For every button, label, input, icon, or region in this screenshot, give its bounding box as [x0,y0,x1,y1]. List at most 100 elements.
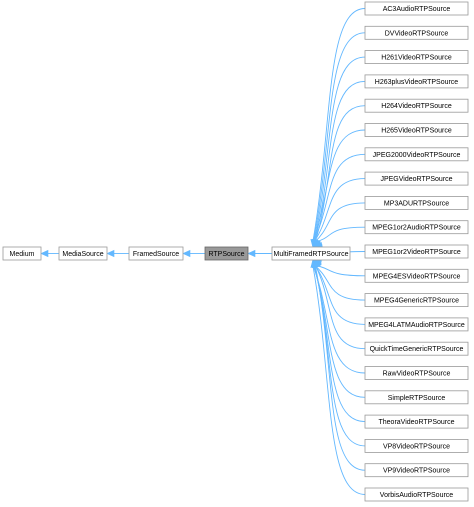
class-node-box [364,1,469,16]
class-node-label: FramedSource [133,251,179,258]
class-node-label: QuickTimeGenericRTPSource [370,346,464,353]
class-node-framedsource[interactable]: FramedSource [128,246,184,261]
inheritance-arrowhead [247,249,256,258]
class-node-mpeg1or2videortpsource[interactable]: MPEG1or2VideoRTPSource [364,244,469,259]
class-node-label: MPEG4LATMAudioRTPSource [368,322,465,329]
inheritance-edge [314,202,366,243]
inheritance-arrowhead [182,249,191,258]
inheritance-arrowhead [106,249,115,258]
class-node-label: RawVideoRTPSource [383,371,451,378]
class-node-box [364,171,469,186]
class-node-box [364,25,469,40]
class-node-mpeg1or2audiortpsource[interactable]: MPEG1or2AudioRTPSource [364,220,469,235]
class-node-medium[interactable]: Medium [2,246,42,261]
class-node-theoravideortpsource[interactable]: TheoraVideoRTPSource [364,414,469,429]
class-node-box [364,244,469,259]
class-node-rtpsource[interactable]: RTPSource [204,246,249,261]
class-node-label: TheoraVideoRTPSource [378,419,454,426]
class-node-label: DVVideoRTPSource [385,30,449,37]
inheritance-edge [312,8,366,243]
class-node-label: VP9VideoRTPSource [383,468,450,475]
class-node-box [364,414,469,429]
class-node-label: H263plusVideoRTPSource [375,79,459,86]
class-node-mpeg4latmaudiortpsource[interactable]: MPEG4LATMAudioRTPSource [364,317,469,332]
inheritance-arrowhead [40,249,49,258]
class-node-h261videortpsource[interactable]: H261VideoRTPSource [364,50,469,64]
inheritance-edge [313,56,366,243]
class-node-rawvideortpsource[interactable]: RawVideoRTPSource [364,366,469,380]
class-node-label: MultiFramedRTPSource [274,251,349,258]
inheritance-edge [313,264,366,423]
inheritance-edge [314,264,366,471]
class-node-box [364,123,469,137]
inheritance-edge [314,105,366,243]
inheritance-edge [312,129,366,243]
inheritance-edge [314,264,366,447]
inheritance-arrowhead [310,259,318,268]
class-node-box [364,98,469,113]
class-node-h265videortpsource[interactable]: H265VideoRTPSource [364,123,469,137]
class-node-multiframedrtpsource[interactable]: MultiFramedRTPSource [271,246,351,261]
class-node-h263plusvideortpsource[interactable]: H263plusVideoRTPSource [364,74,469,89]
class-node-label: MPEG1or2AudioRTPSource [372,225,461,232]
class-node-label: SimpleRTPSource [388,395,446,402]
nodes-layer: Medium MediaSource FramedSource RTPSource Mu… [2,1,469,502]
class-node-vp8videortpsource[interactable]: VP8VideoRTPSource [364,438,469,453]
class-node-label: JPEGVideoRTPSource [380,176,452,183]
class-node-box [364,293,469,308]
class-node-h264videortpsource[interactable]: H264VideoRTPSource [364,98,469,113]
class-node-jpeg2000videortpsource[interactable]: JPEG2000VideoRTPSource [364,147,469,162]
inheritance-edge [312,153,366,243]
class-node-box [271,246,351,261]
class-node-vp9videortpsource[interactable]: VP9VideoRTPSource [364,463,469,478]
inheritance-edge [312,264,366,398]
class-node-label: H264VideoRTPSource [381,103,452,110]
class-node-box [204,246,249,261]
class-node-box [364,220,469,235]
class-node-label: MPEG1or2VideoRTPSource [372,249,461,256]
class-node-ac3audiortpsource[interactable]: AC3AudioRTPSource [364,1,469,16]
class-node-box [364,341,469,356]
class-node-label: RTPSource [208,251,244,258]
inheritance-edge [314,264,366,350]
inheritance-edge [313,264,366,277]
class-node-vorbisaudiortpsource[interactable]: VorbisAudioRTPSource [364,487,469,502]
class-node-jpegvideortpsource[interactable]: JPEGVideoRTPSource [364,171,469,186]
class-node-label: H261VideoRTPSource [381,55,452,62]
class-node-dvvideortpsource[interactable]: DVVideoRTPSource [364,25,469,40]
class-node-simplertpsource[interactable]: SimpleRTPSource [364,390,469,405]
class-node-mpeg4genericrtpsource[interactable]: MPEG4GenericRTPSource [364,293,469,308]
class-node-box [128,246,184,261]
inheritance-edge [314,264,366,325]
class-node-label: MP3ADURTPSource [384,200,449,207]
class-node-box [364,487,469,502]
inheritance-edge [313,264,366,301]
class-node-box [364,268,469,283]
class-node-quicktimegenericrtpsource[interactable]: QuickTimeGenericRTPSource [364,341,469,356]
class-node-mediasource[interactable]: MediaSource [58,246,108,261]
inheritance-edge [312,264,366,495]
class-node-label: Medium [10,251,35,258]
edges-layer [40,8,366,495]
inheritance-edge [312,32,366,243]
class-node-label: AC3AudioRTPSource [383,6,451,13]
class-node-label: JPEG2000VideoRTPSource [373,152,461,159]
class-node-label: VorbisAudioRTPSource [380,492,454,499]
class-node-box [364,463,469,478]
class-node-label: MPEG4ESVideoRTPSource [373,273,461,280]
class-node-label: MPEG4GenericRTPSource [374,298,459,305]
inheritance-edge [313,178,366,243]
inheritance-edge [315,226,366,243]
class-node-label: MediaSource [62,251,103,258]
class-node-box [364,366,469,380]
class-node-box [364,74,469,89]
class-node-box [364,195,469,210]
class-node-box [364,50,469,64]
class-node-mp3adurtpsource[interactable]: MP3ADURTPSource [364,195,469,210]
class-node-box [364,147,469,162]
class-node-label: VP8VideoRTPSource [383,443,450,450]
class-node-box [58,246,108,261]
class-node-box [364,390,469,405]
class-node-mpeg4esvideortpsource[interactable]: MPEG4ESVideoRTPSource [364,268,469,283]
